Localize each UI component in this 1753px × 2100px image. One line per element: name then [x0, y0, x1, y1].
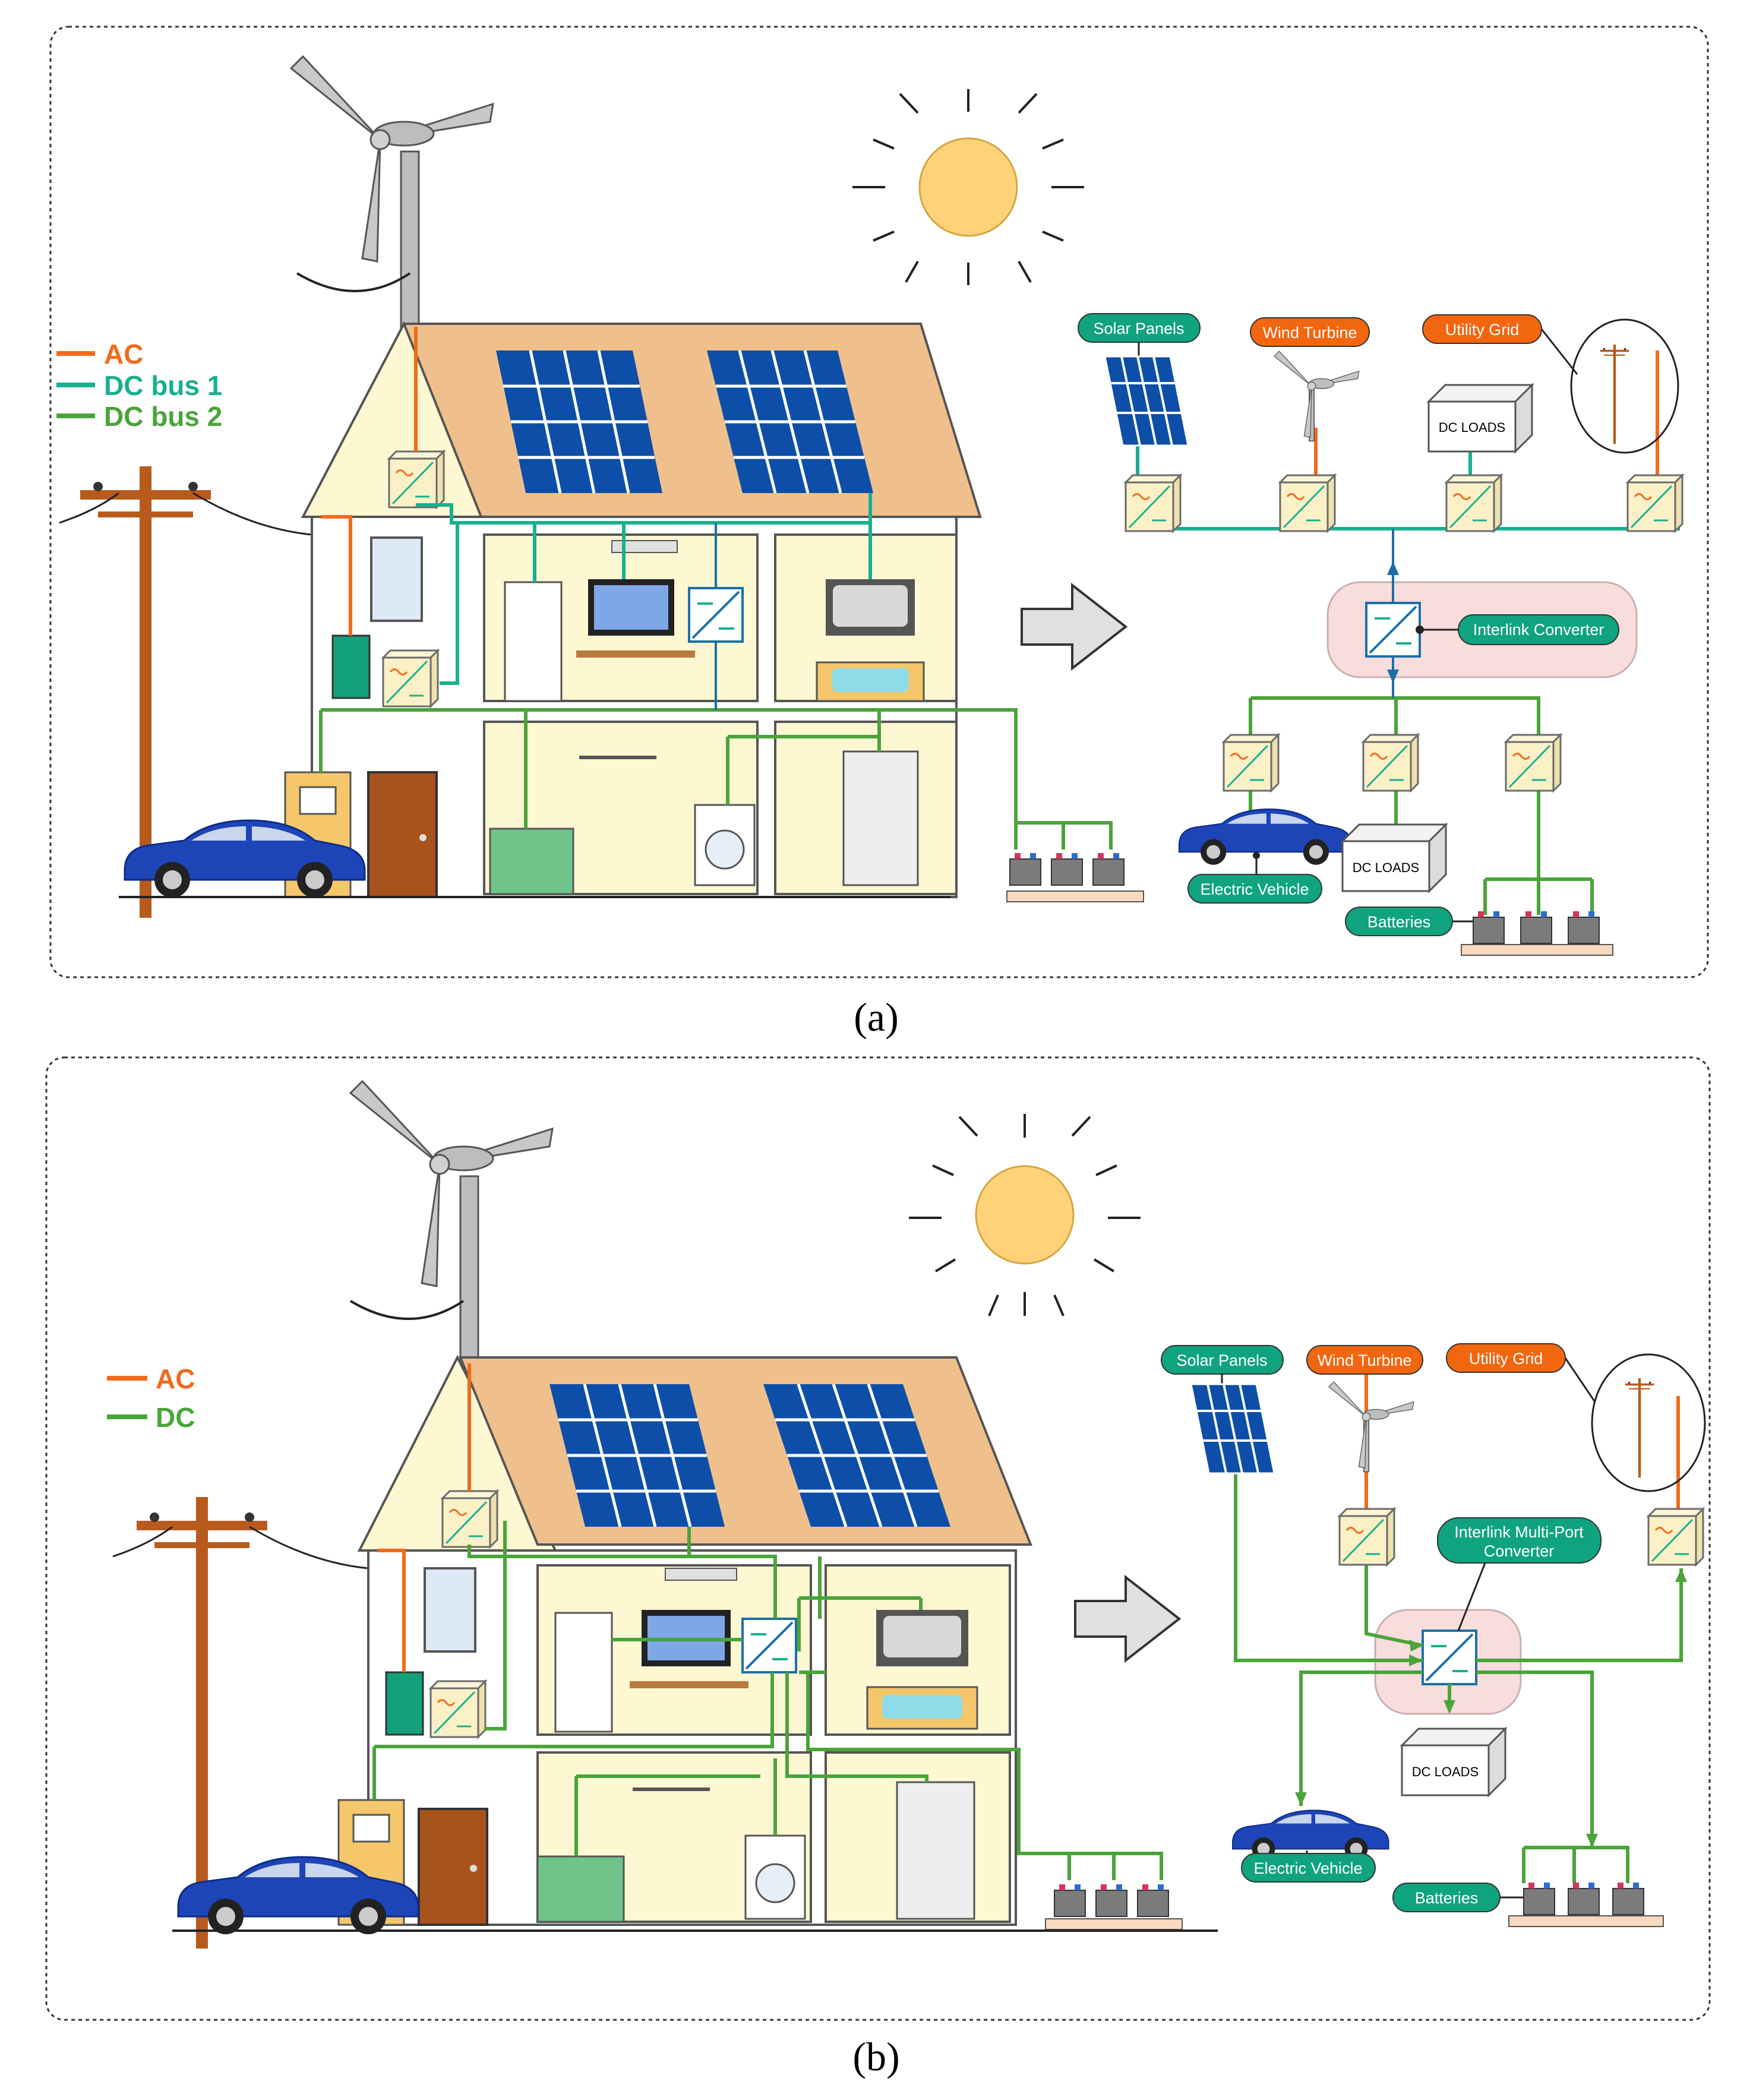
batteries-text: Batteries	[1415, 1889, 1479, 1907]
solar-panels-text: Solar Panels	[1176, 1351, 1267, 1369]
house-batteries-icon	[1006, 852, 1144, 902]
solar-panels-text: Solar Panels	[1093, 320, 1184, 337]
house-batteries-icon	[1045, 1884, 1183, 1930]
electric-vehicle-text: Electric Vehicle	[1253, 1859, 1362, 1877]
utility-grid-text: Utility Grid	[1469, 1350, 1543, 1368]
interlink-multiport-text-1: Interlink Multi-Port	[1454, 1523, 1584, 1541]
roof-solar-panel-2	[763, 1384, 950, 1527]
panel-b-frame	[45, 1056, 1711, 2021]
interlink-multiport-icon	[1422, 1630, 1477, 1685]
utility-grid-circle	[1591, 1353, 1706, 1492]
schematic-a: Interlink Converter Solar Panels Wind Tu…	[1078, 313, 1683, 956]
roof-solar-panel-1	[496, 350, 662, 494]
wiring-b	[372, 1363, 1163, 1880]
wind-turbine-text: Wind Turbine	[1317, 1351, 1411, 1369]
electric-vehicle-text: Electric Vehicle	[1200, 880, 1309, 898]
dc-loads-bottom-box	[1341, 823, 1447, 892]
legend-b-ac: AC	[156, 1363, 195, 1394]
converter-icon	[1223, 734, 1280, 792]
panel-a: AC DC bus 1 DC bus 2	[49, 26, 1709, 1040]
caption-a: (a)	[854, 994, 898, 1040]
arrow-right-icon	[1074, 1574, 1182, 1663]
dc-loads-box	[1401, 1728, 1506, 1796]
converter-icon	[441, 1490, 498, 1548]
legend-a-dc2: DC bus 2	[104, 401, 222, 432]
converter-icon	[1445, 474, 1502, 532]
legend-a: AC DC bus 1 DC bus 2	[56, 339, 222, 432]
batteries-text: Batteries	[1367, 913, 1431, 931]
panel-a-frame	[49, 26, 1709, 978]
converter-icon	[382, 649, 439, 708]
converter-icon	[1279, 474, 1336, 532]
wind-turbine-icon	[349, 1080, 554, 1362]
wind-turbine-small-icon	[1328, 1381, 1414, 1473]
wiring-a	[319, 327, 1113, 850]
interlink-multiport-text-2: Converter	[1484, 1542, 1555, 1560]
converter-icon	[1362, 734, 1419, 792]
ev-car-icon	[1178, 809, 1353, 866]
sun-icon	[909, 1114, 1141, 1316]
utility-pole-small-icon	[1600, 345, 1629, 444]
interlink-converter-label	[1458, 614, 1619, 645]
sun-icon	[852, 89, 1084, 285]
wind-turbine-text: Wind Turbine	[1262, 324, 1357, 342]
wind-turbine-icon	[290, 55, 494, 331]
arrow-right-icon	[1021, 582, 1128, 671]
dc-loads-text: DC LOADS	[1412, 1764, 1479, 1779]
electric-vehicle-label	[1241, 1853, 1376, 1883]
converter-icon	[1647, 1508, 1704, 1566]
utility-pole-small-icon	[1625, 1378, 1654, 1478]
solar-panel-icon	[1190, 1383, 1275, 1474]
panel-b: AC DC	[45, 1056, 1711, 2079]
schematic-b: Solar Panels Wind Turbine Utility Grid I…	[1161, 1343, 1706, 1927]
utility-grid-text: Utility Grid	[1445, 321, 1520, 339]
legend-b-dc: DC	[156, 1402, 195, 1433]
interlink-multiport-converter-icon	[741, 1618, 797, 1673]
converter-icon	[1626, 474, 1683, 532]
roof-solar-panel-1	[549, 1384, 725, 1527]
converter-icon	[1338, 1508, 1395, 1566]
converter-icon	[1505, 734, 1562, 792]
legend-a-dc1: DC bus 1	[104, 370, 222, 401]
converter-icon	[388, 450, 445, 509]
legend-b: AC DC	[107, 1363, 195, 1433]
utility-grid-circle	[1570, 318, 1679, 454]
legend-a-ac: AC	[104, 339, 143, 370]
caption-b: (b)	[852, 2034, 899, 2079]
wind-turbine-label	[1250, 317, 1370, 347]
solar-panel-icon	[1104, 355, 1189, 447]
dc-loads-bottom-text: DC LOADS	[1353, 860, 1419, 875]
interlink-converter-icon	[1365, 602, 1421, 658]
converter-icon	[429, 1680, 487, 1738]
wind-turbine-label	[1306, 1345, 1423, 1375]
bidirectional-converter-icon	[688, 587, 744, 643]
dc-loads-top-box	[1427, 384, 1533, 453]
house	[284, 321, 982, 898]
interlink-converter-text: Interlink Converter	[1473, 621, 1604, 639]
interlink-multiport-label	[1437, 1517, 1602, 1564]
dc-loads-top-text: DC LOADS	[1439, 420, 1505, 435]
roof-solar-panel-2	[707, 350, 873, 494]
utility-pole-icon	[112, 1497, 369, 1949]
utility-pole-icon	[59, 466, 312, 918]
wind-turbine-small-icon	[1274, 350, 1360, 442]
house	[337, 1354, 1032, 1926]
electric-vehicle-label	[1187, 874, 1322, 904]
converter-icon	[1125, 474, 1182, 532]
